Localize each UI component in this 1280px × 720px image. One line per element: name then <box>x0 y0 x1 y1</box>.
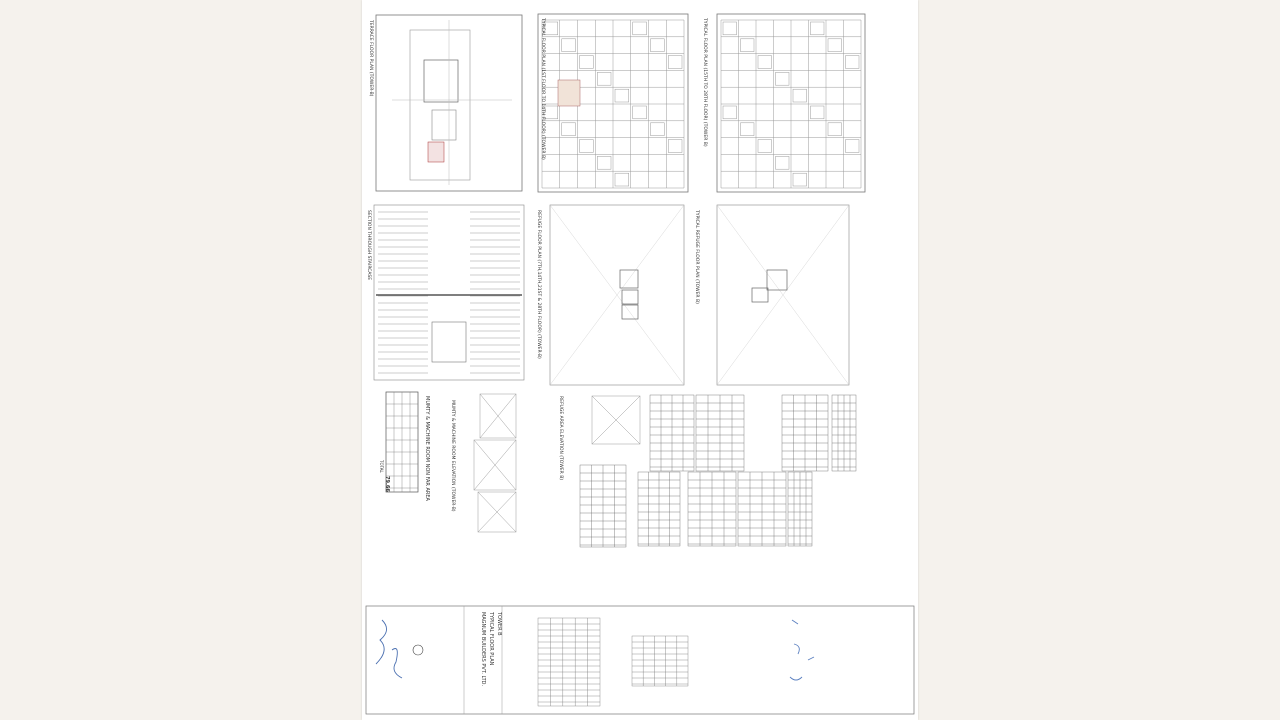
area-schedule-tables <box>579 394 857 548</box>
terrace-floor-plan: TERRACE FLOOR PLAN (TOWER-B) <box>368 14 523 192</box>
typical-floor-plan-2: TYPICAL FLOOR PLAN (15TH TO 28TH FLOOR) … <box>702 13 866 193</box>
staircase-section: SECTION THROUGH STAIRCASE <box>366 204 525 381</box>
typical-refuge-floor-plan: TYPICAL REFUGE FLOOR PLAN (TOWER B) <box>694 204 850 386</box>
panel-label-plan-4: SECTION THROUGH STAIRCASE <box>366 210 372 280</box>
panel-label-plan-3: TYPICAL FLOOR PLAN (15TH TO 28TH FLOOR) … <box>702 17 708 147</box>
panel-label-plan-2: TYPICAL FLOOR PLAN (1ST FLOOR TO 14TH FL… <box>540 17 546 160</box>
refuge-elevation <box>591 395 641 445</box>
panel-label-plan-6: TYPICAL REFUGE FLOOR PLAN (TOWER B) <box>694 209 700 304</box>
mumty-table-heading: MUMTY & MACHINE ROOM NON FAR AREA <box>424 396 430 502</box>
mumty-total-label: TOTAL <box>379 459 384 473</box>
panel-label-elev-mumty: MUMTY & MACHINE ROOM ELEVATION (TOWER-B) <box>450 400 456 512</box>
panel-label-elev-refuge: REFUGE AREA ELEVATION (TOWER B) <box>558 396 564 480</box>
title-block-company: MAGNUM BUILDERS PVT. LTD. <box>480 612 486 686</box>
refuge-floor-plan: REFUGE FLOOR PLAN (7TH,14TH,21ST & 28TH … <box>536 204 685 386</box>
typical-floor-plan-1: TYPICAL FLOOR PLAN (1ST FLOOR TO 14TH FL… <box>537 13 689 193</box>
panel-label-plan-5: REFUGE FLOOR PLAN (7TH,14TH,21ST & 28TH … <box>536 210 542 359</box>
panel-label-plan-1: TERRACE FLOOR PLAN (TOWER-B) <box>368 19 374 97</box>
title-block: MAGNUM BUILDERS PVT. LTD. TYPICAL FLOOR … <box>365 605 915 715</box>
stamp-marks <box>789 619 815 681</box>
mumty-total-value: 79.66 <box>384 476 390 492</box>
mumty-elevation <box>473 393 517 533</box>
title-block-sheet-title: TYPICAL FLOOR PLAN <box>488 611 494 666</box>
title-block-project: TOWER B <box>496 611 502 636</box>
mumty-area-table: MUMTY & MACHINE ROOM NON FAR AREA TOTAL … <box>379 391 430 502</box>
blueprint-drawing: TERRACE FLOOR PLAN (TOWER-B) TYPICAL FLO… <box>365 13 915 715</box>
blueprint-sheet: TERRACE FLOOR PLAN (TOWER-B) TYPICAL FLO… <box>362 0 918 720</box>
north-arrow-icon <box>412 644 424 656</box>
signature-mark <box>375 619 403 679</box>
